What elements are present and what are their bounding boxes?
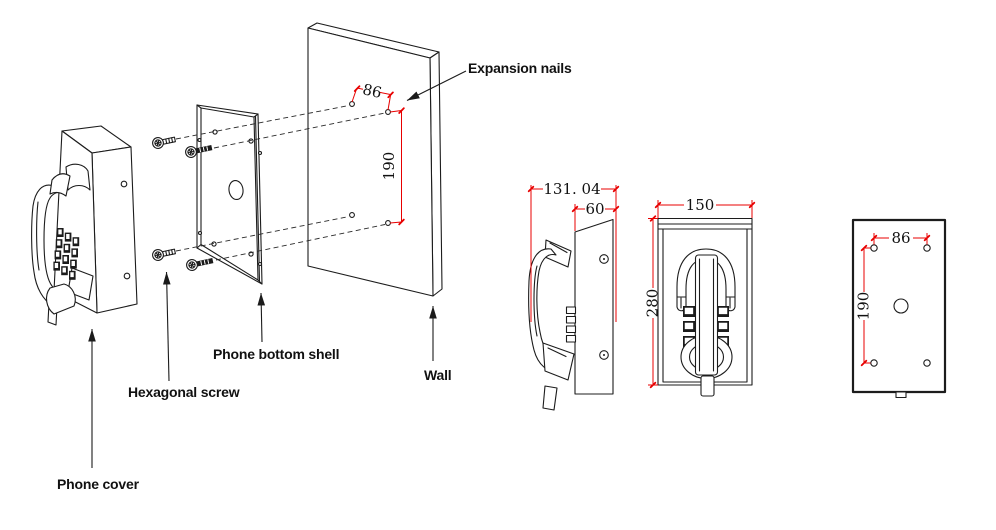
shell-flange-hole: [257, 261, 263, 267]
side-view-screw: [599, 254, 609, 264]
side-view-cable-tab: [542, 385, 558, 411]
label-phone-cover: Phone cover: [57, 476, 140, 492]
dim-ticks: [654, 201, 756, 209]
back-view: 86 190: [851, 218, 947, 399]
handset-illustration: [31, 173, 76, 315]
shell-flange-hole: [257, 150, 263, 156]
dim-wall-hole-height: 190: [380, 152, 398, 181]
keypad-row: [57, 228, 80, 247]
shell-center-hole: [228, 179, 244, 201]
side-view-key: [565, 325, 577, 334]
keypad-row: [53, 261, 76, 280]
wall-hole-bottom-left: [349, 212, 355, 218]
alignment-line: [213, 112, 386, 149]
keypad-row: [54, 250, 77, 269]
dim-ticks: [860, 244, 868, 367]
dim-front-width: 150: [686, 196, 715, 214]
wall-hole-top-right: [385, 109, 391, 115]
callouts: Phone cover Hexagonal screw Phone bottom…: [57, 60, 572, 492]
dim-front-height: 280: [644, 289, 662, 318]
side-view-screw: [599, 350, 609, 360]
dim-ticks: [571, 205, 620, 213]
dim-ticks: [353, 85, 394, 99]
hex-screws: [152, 136, 214, 271]
side-view-handset: [528, 239, 575, 411]
dim-side-body-depth: 60: [585, 200, 604, 218]
back-hole-top-left: [870, 244, 878, 252]
hex-screw-3: [152, 248, 176, 261]
dim-back-hole-height: 190: [855, 292, 873, 321]
shell-flange-hole: [197, 230, 203, 236]
shell-corner-lines: [196, 104, 263, 285]
label-wall: Wall: [424, 367, 451, 383]
alignment-line: [175, 216, 350, 252]
side-view-screw-dot: [603, 354, 605, 356]
dim-ticks: [527, 185, 620, 193]
phone-cover-illustration: [31, 125, 138, 326]
back-view-dimensions: 86 190: [855, 229, 931, 367]
dim-wall-hole-width: 86: [361, 80, 384, 102]
dim-side-total-depth: 131. 04: [543, 180, 600, 198]
side-view-key: [565, 306, 577, 315]
wall-front-face: [307, 27, 434, 297]
back-bottom-tab: [895, 391, 907, 399]
arrow-hexagonal-screw: [162, 271, 171, 382]
side-view-screw-dot: [603, 258, 605, 260]
dim-back-hole-width: 86: [891, 229, 910, 247]
handset-mouthpiece: [45, 283, 76, 315]
front-view: 150 280: [644, 196, 756, 397]
shell-flange-line: [254, 115, 261, 282]
handset-earpiece: [49, 173, 71, 197]
front-view-dimensions: 150 280: [644, 196, 756, 389]
shell-flange-hole: [197, 137, 202, 143]
dashed-alignment-lines: [175, 105, 386, 261]
hex-screw-4: [186, 258, 214, 271]
wall-hole-bottom-right: [385, 220, 391, 226]
dim-line-190: [389, 110, 402, 224]
side-view-key: [565, 315, 577, 324]
cover-side-screw: [123, 272, 131, 280]
arrow-expansion-nails: [406, 70, 467, 101]
ext-line: [387, 95, 391, 111]
cover-side-face: [91, 146, 138, 314]
arrow-phone-bottom-shell: [257, 292, 266, 343]
ext-lines: [657, 200, 753, 218]
front-handle-bar: [694, 254, 719, 376]
wall-illustration: [307, 22, 443, 297]
bottom-shell-illustration: [196, 104, 263, 285]
cover-side-screw: [120, 180, 128, 188]
side-view-body: [574, 218, 614, 395]
alignment-line: [215, 224, 386, 261]
front-bottom-tab: [700, 375, 715, 397]
label-expansion-nails: Expansion nails: [468, 60, 572, 76]
side-view-dimensions: 131. 04 60: [527, 180, 620, 322]
dim-ticks: [398, 107, 405, 226]
label-phone-bottom-shell: Phone bottom shell: [213, 346, 339, 362]
dim-ticks: [870, 234, 931, 242]
back-hole-bottom-right: [923, 359, 931, 367]
back-hole-top-right: [923, 244, 931, 252]
front-view-handset: [676, 248, 736, 397]
hex-screw-2: [185, 145, 213, 158]
back-center-hole: [893, 298, 909, 314]
handset-hook-top: [65, 163, 91, 191]
label-hexagonal-screw: Hexagonal screw: [128, 384, 240, 400]
keypad-illustration: [53, 228, 80, 280]
side-view: 131. 04 60: [527, 180, 620, 411]
back-hole-bottom-left: [870, 359, 878, 367]
keypad-row: [55, 239, 78, 258]
alignment-line: [175, 105, 350, 140]
wall-dimensions: 86 190: [351, 80, 405, 226]
side-view-key: [565, 334, 577, 343]
wall-hole-top-left: [349, 101, 355, 107]
dim-ticks: [649, 215, 657, 389]
hex-screw-1: [152, 136, 176, 149]
